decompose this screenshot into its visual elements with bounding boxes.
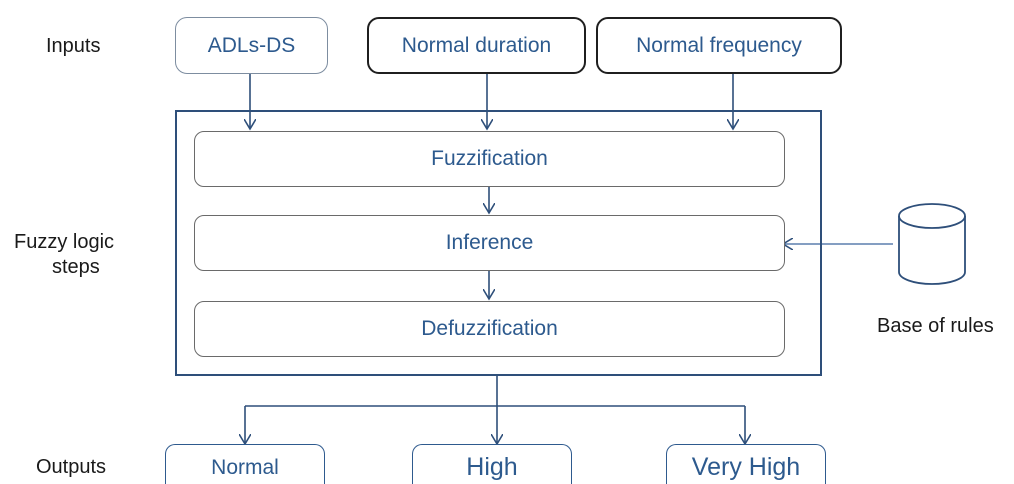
fuzzy-logic-steps-label: Fuzzy logic steps [14,230,114,280]
step-inference: Inference [194,215,785,271]
output-high: High [412,444,572,484]
input-normal-duration: Normal duration [367,17,586,74]
output-very-high: Very High [666,444,826,484]
database-cylinder-icon [898,203,966,285]
step-fuzzification: Fuzzification [194,131,785,187]
fuzzy-logic-steps-label-line1: Fuzzy logic [14,231,115,253]
input-normal-frequency: Normal frequency [596,17,842,74]
output-normal: Normal [165,444,325,484]
outputs-label: Outputs [36,456,107,478]
input-adls-ds: ADLs-DS [175,17,328,74]
step-defuzzification: Defuzzification [194,301,785,357]
fuzzy-logic-frame [175,110,822,376]
fuzzy-logic-steps-label-line2: steps [52,256,100,278]
base-of-rules-label: Base of rules [877,315,994,337]
inputs-label: Inputs [46,35,101,57]
